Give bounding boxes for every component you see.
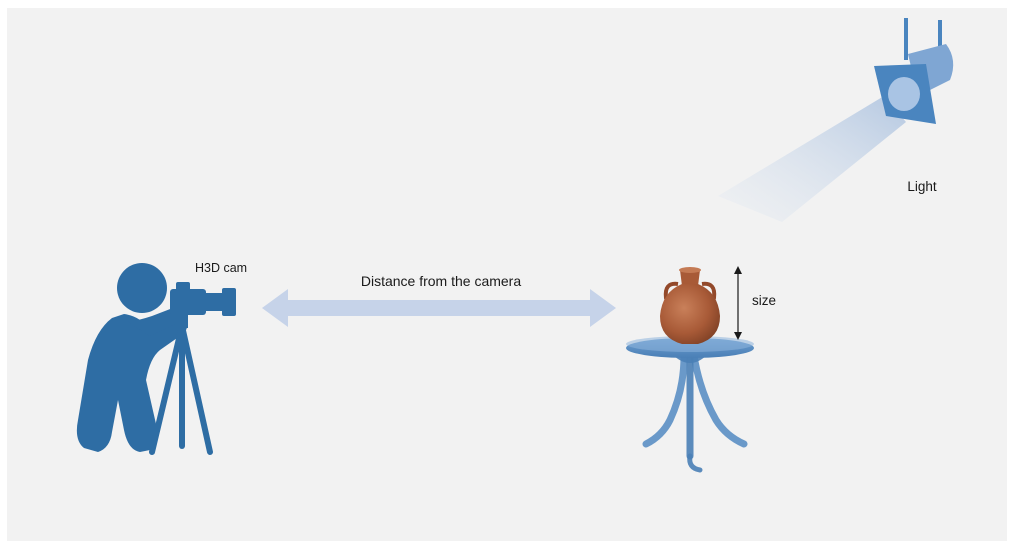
tripod-head (176, 314, 188, 328)
distance-label: Distance from the camera (361, 273, 521, 289)
camera-label: H3D cam (195, 261, 247, 275)
diagram-canvas (7, 8, 1007, 541)
photographer-icon (76, 263, 188, 452)
light-label: Light (907, 179, 937, 194)
light-beam-icon (718, 96, 906, 222)
spotlight-icon (874, 18, 954, 124)
camera-icon (170, 282, 236, 316)
photographer-body (76, 314, 188, 452)
size-label: size (752, 293, 776, 308)
vase-icon (660, 267, 720, 344)
double-arrow-icon (262, 289, 616, 327)
photographer-head (117, 263, 167, 313)
table-icon (626, 336, 754, 473)
size-indicator (734, 266, 742, 340)
tripod-icon (149, 315, 213, 455)
